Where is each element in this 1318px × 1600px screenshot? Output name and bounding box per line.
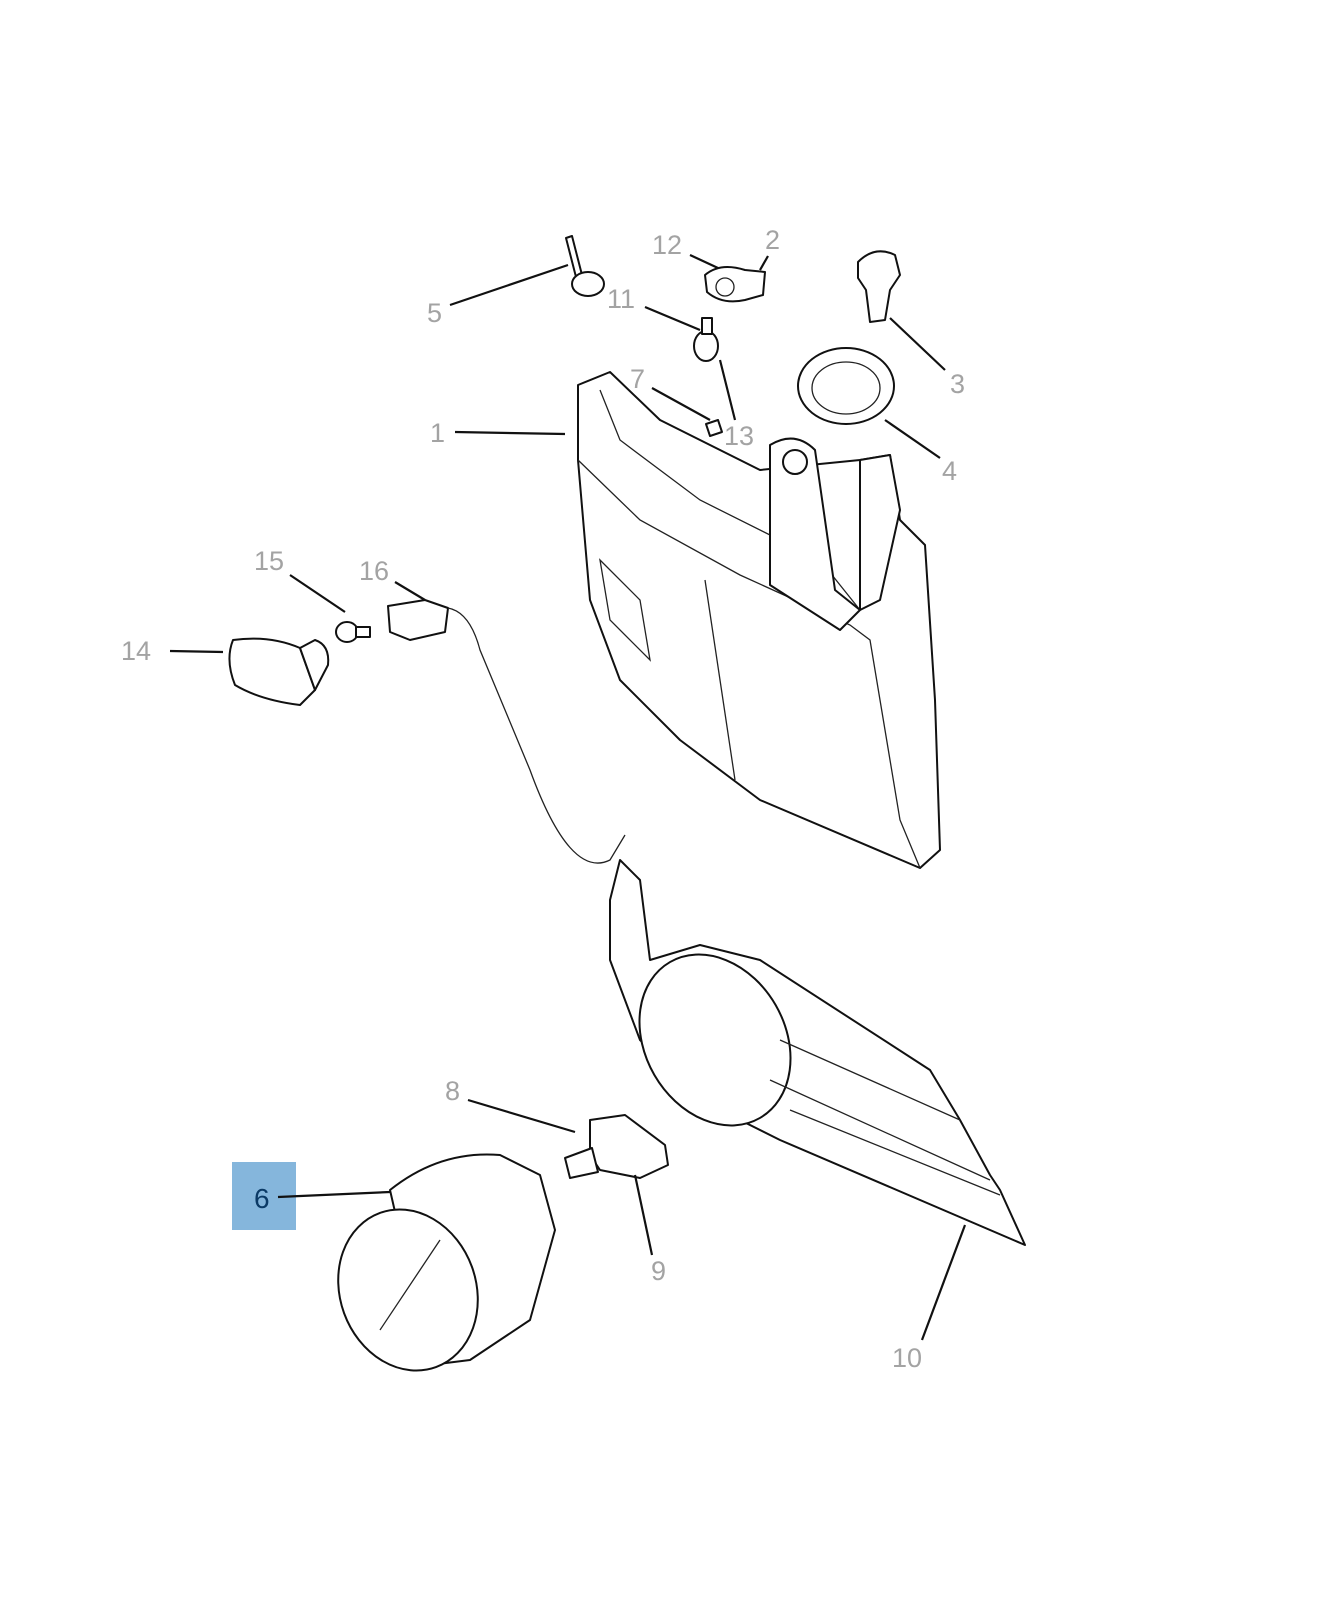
callout-6[interactable]: 6 <box>254 1183 270 1214</box>
callout-3[interactable]: 3 <box>950 369 965 399</box>
clip[interactable] <box>705 419 723 437</box>
bulb-socket[interactable] <box>704 265 766 303</box>
callout-13[interactable]: 13 <box>724 421 754 451</box>
headlamp-assembly[interactable] <box>577 371 941 869</box>
seal-ring[interactable] <box>797 347 895 425</box>
small-bulb[interactable] <box>693 317 719 362</box>
headlamp-bulb[interactable] <box>857 250 901 323</box>
callout-7[interactable]: 7 <box>630 364 645 394</box>
callout-2[interactable]: 2 <box>765 225 780 255</box>
callout-8[interactable]: 8 <box>445 1076 460 1106</box>
leader-lines <box>169 254 967 1341</box>
callout-10[interactable]: 10 <box>892 1343 922 1373</box>
callout-16[interactable]: 16 <box>359 556 389 586</box>
fog-lamp-bezel[interactable] <box>609 859 1026 1246</box>
callout-15[interactable]: 15 <box>254 546 284 576</box>
callout-1[interactable]: 1 <box>430 418 445 448</box>
callout-11[interactable]: 11 <box>607 284 635 314</box>
callout-12[interactable]: 12 <box>652 230 682 260</box>
callout-4[interactable]: 4 <box>942 456 957 486</box>
wiring-harness[interactable] <box>387 599 626 864</box>
side-marker-lamp[interactable] <box>228 637 330 706</box>
callout-9[interactable]: 9 <box>651 1256 666 1286</box>
marker-bulb[interactable] <box>335 621 371 643</box>
fog-bulb[interactable] <box>564 1114 669 1179</box>
callout-5[interactable]: 5 <box>427 298 442 328</box>
fog-lamp[interactable] <box>316 1153 556 1390</box>
bolt[interactable] <box>565 235 605 297</box>
callout-14[interactable]: 14 <box>121 636 151 666</box>
